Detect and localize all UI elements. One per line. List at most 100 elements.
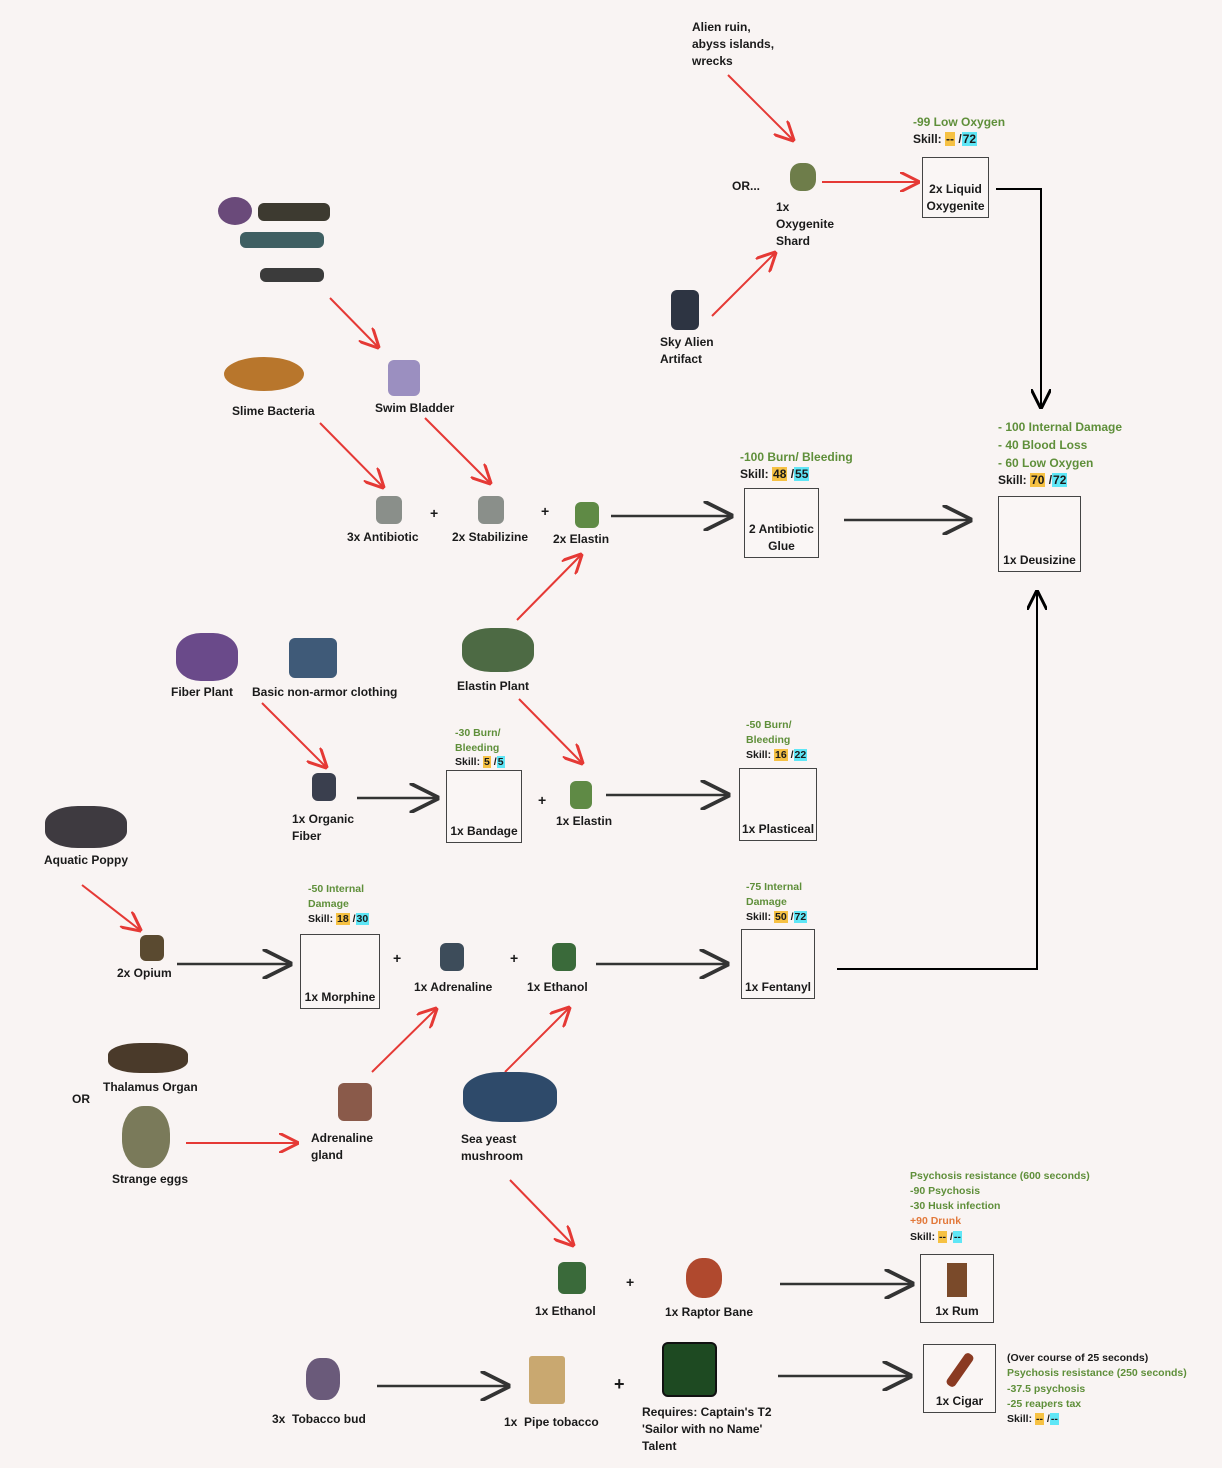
raptor-bane-icon: [686, 1258, 722, 1298]
skill-requirement: Skill: -- /72: [913, 132, 978, 146]
ingredient-adrenaline: 1x Adrenaline: [414, 980, 493, 994]
slime-bacteria-icon: [224, 357, 304, 391]
adrenaline-icon: [440, 943, 464, 971]
thalamus-organ-icon: [108, 1043, 188, 1073]
stabilizine-icon: [478, 496, 504, 524]
swim-bladder-icon: [388, 360, 420, 396]
effect: -25 reapers tax: [1007, 1398, 1082, 1410]
plus-sign: +: [626, 1274, 635, 1290]
clothing-icon: [289, 638, 337, 678]
effect: -100 Burn/ Bleeding: [740, 450, 853, 464]
source-alien-ruin: Alien ruin, abyss islands, wrecks: [692, 20, 775, 68]
effect-note: (Over course of 25 seconds): [1007, 1352, 1149, 1364]
skill-requirement: Skill: 18 /30: [308, 913, 370, 925]
elastin-icon: [570, 781, 592, 809]
source-swim-bladder: Swim Bladder: [375, 401, 455, 415]
product-antibiotic-glue: 2 Antibiotic Glue: [744, 488, 819, 558]
product-plasticeal: 1x Plasticeal: [739, 768, 817, 841]
effect: -30 Husk infection: [910, 1200, 1001, 1212]
creature-icon: [260, 268, 324, 282]
product-cigar: 1x Cigar: [923, 1344, 996, 1413]
source-clothing: Basic non-armor clothing: [252, 685, 398, 699]
source-tobacco-bud: 3x Tobacco bud: [272, 1412, 366, 1426]
product-bandage: 1x Bandage: [446, 770, 522, 843]
effect: - 100 Internal Damage: [998, 420, 1123, 434]
skill-requirement: Skill: 48 /55: [740, 467, 810, 481]
skill-requirement: Skill: -- /--: [910, 1231, 962, 1243]
pipe-tobacco-icon: [529, 1356, 565, 1404]
ethanol-icon: [552, 943, 576, 971]
effect: -50 Internal Damage: [308, 883, 365, 910]
source-sea-yeast: Sea yeast mushroom: [461, 1132, 524, 1163]
or-label: OR...: [732, 179, 761, 193]
skill-requirement: Skill: 16 /22: [746, 749, 808, 761]
effect: - 40 Blood Loss: [998, 438, 1088, 452]
organic-fiber-icon: [312, 773, 336, 801]
creature-icon: [258, 203, 330, 221]
product-morphine: 1x Morphine: [300, 934, 380, 1009]
source-sky-alien-artifact: Sky Alien Artifact: [660, 335, 714, 366]
talent-requirement: Requires: Captain's T2 'Sailor with no N…: [642, 1405, 772, 1453]
source-thalamus-organ: Thalamus Organ: [103, 1080, 198, 1094]
source-fiber-plant: Fiber Plant: [171, 685, 234, 699]
plus-sign: +: [538, 792, 547, 808]
creature-icon: [240, 232, 324, 248]
creature-icon: [218, 197, 252, 225]
talent-icon: [662, 1342, 717, 1397]
oxygenite-shard-icon: [790, 163, 816, 191]
source-aquatic-poppy: Aquatic Poppy: [44, 853, 129, 867]
product-rum: 1x Rum: [920, 1254, 994, 1323]
or-label: OR: [72, 1092, 90, 1106]
product-fentanyl: 1x Fentanyl: [741, 929, 815, 999]
product-liquid-oxygenite: 2x Liquid Oxygenite: [922, 157, 989, 218]
effect: -99 Low Oxygen: [913, 115, 1006, 129]
effect: - 60 Low Oxygen: [998, 456, 1094, 470]
ingredient-elastin: 1x Elastin: [556, 814, 613, 828]
effect: Psychosis resistance (250 seconds): [1007, 1367, 1187, 1379]
skill-requirement: Skill: 70 /72: [998, 473, 1068, 487]
aquatic-poppy-icon: [45, 806, 127, 848]
ingredient-antibiotic: 3x Antibiotic: [347, 530, 419, 544]
opium-icon: [140, 935, 164, 961]
alien-artifact-icon: [671, 290, 699, 330]
effect: -37.5 psychosis: [1007, 1383, 1086, 1395]
plus-sign: +: [430, 505, 439, 521]
ingredient-raptor-bane: 1x Raptor Bane: [665, 1305, 754, 1319]
source-organic-fiber: 1x Organic Fiber: [292, 812, 355, 843]
ingredient-stabilizine: 2x Stabilizine: [452, 530, 529, 544]
effect: -90 Psychosis: [910, 1185, 981, 1197]
source-elastin-plant: Elastin Plant: [457, 679, 530, 693]
product-deusizine: 1x Deusizine: [998, 496, 1081, 572]
skill-requirement: Skill: 50 /72: [746, 911, 808, 923]
source-strange-eggs: Strange eggs: [112, 1172, 189, 1186]
fiber-plant-icon: [176, 633, 238, 681]
effect: -50 Burn/ Bleeding: [746, 719, 792, 746]
tobacco-bud-icon: [306, 1358, 340, 1400]
effect: Psychosis resistance (600 seconds): [910, 1170, 1090, 1182]
plus-sign: +: [541, 503, 550, 519]
effect-negative: +90 Drunk: [910, 1215, 962, 1227]
skill-requirement: Skill: -- /--: [1007, 1413, 1059, 1425]
ingredient-ethanol: 1x Ethanol: [527, 980, 588, 994]
adrenaline-gland-icon: [338, 1083, 372, 1121]
ingredient-elastin: 2x Elastin: [553, 532, 610, 546]
source-slime-bacteria: Slime Bacteria: [232, 404, 315, 418]
source-pipe-tobacco: 1x Pipe tobacco: [504, 1415, 599, 1429]
plus-sign: +: [510, 950, 519, 966]
source-opium: 2x Opium: [117, 966, 172, 980]
sea-yeast-icon: [463, 1072, 557, 1122]
source-oxygenite-shard: 1x Oxygenite Shard: [776, 200, 835, 248]
rum-bottle-icon: [947, 1263, 967, 1297]
ethanol-icon: [558, 1262, 586, 1294]
strange-eggs-icon: [122, 1106, 170, 1168]
source-adrenaline-gland: Adrenaline gland: [311, 1131, 374, 1162]
plus-sign: +: [393, 950, 402, 966]
elastin-icon: [575, 502, 599, 528]
skill-requirement: Skill: 5 /5: [455, 756, 505, 768]
effect: -75 Internal Damage: [746, 881, 803, 908]
plus-sign: +: [614, 1374, 625, 1394]
ingredient-ethanol: 1x Ethanol: [535, 1304, 596, 1318]
elastin-plant-icon: [462, 628, 534, 672]
antibiotic-icon: [376, 496, 402, 524]
effect: -30 Burn/ Bleeding: [455, 727, 501, 754]
